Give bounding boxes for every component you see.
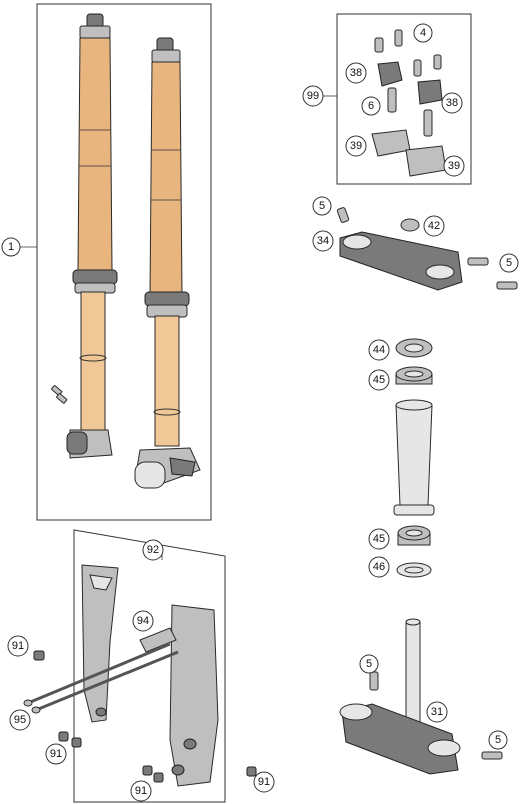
- fork-leg-left: [66, 13, 118, 459]
- fork-guard-left: [81, 564, 119, 723]
- callout-5-lower: 5: [359, 654, 379, 674]
- callout-42: 42: [423, 215, 445, 237]
- callout-6-label: 6: [368, 100, 374, 112]
- fork-guard-frame: [73, 529, 226, 803]
- callout-92-label: 92: [147, 544, 159, 556]
- pinch-bolt-2: [496, 281, 518, 290]
- clamp-kit-frame: [336, 13, 472, 185]
- fork-assembly-group: 1: [1, 3, 212, 521]
- guard-brace-94: [139, 627, 177, 653]
- lower-triple-clamp: [341, 703, 459, 775]
- callout-34-label: 34: [317, 235, 329, 247]
- fork-clamp-bolts: [51, 385, 68, 404]
- callout-5-right-upper: 5: [499, 253, 519, 273]
- pinch-bolt-1: [467, 257, 489, 266]
- callout-91-top: 91: [7, 635, 29, 657]
- fork-leg-right: [134, 37, 201, 489]
- callout-91-bottom-label: 91: [135, 785, 147, 797]
- callout-39-left-label: 39: [350, 140, 362, 152]
- steering-bearings-group: 44 45 45 46: [368, 338, 435, 578]
- clamp-kit-bolts: [374, 29, 442, 137]
- callout-42-label: 42: [428, 220, 440, 232]
- fork-guards-group: 92 94 91 95 91 91 91: [7, 529, 275, 803]
- callout-91-right: 91: [253, 771, 275, 793]
- callout-31-label: 31: [431, 706, 443, 718]
- callout-5-top: 5: [312, 196, 332, 216]
- callout-46-label: 46: [373, 561, 385, 573]
- callout-38-right-label: 38: [446, 97, 458, 109]
- callout-91-mid-label: 91: [50, 748, 62, 760]
- callout-44-label: 44: [373, 344, 385, 356]
- callout-5-top-label: 5: [319, 200, 325, 212]
- clamp-kit-group: 99 4 38 38 6 39 39: [302, 13, 472, 185]
- callout-38-right: 38: [441, 92, 463, 114]
- callout-5-lower-label: 5: [366, 658, 372, 670]
- callout-1-label: 1: [8, 241, 14, 253]
- callout-91-right-label: 91: [258, 776, 270, 788]
- guard-long-bolts-95: [23, 642, 179, 714]
- callout-5-bottom-right: 5: [488, 730, 508, 750]
- callout-46: 46: [368, 556, 390, 578]
- guard-screws-91: [33, 650, 257, 783]
- callout-99-label: 99: [307, 90, 319, 102]
- callout-31: 31: [426, 701, 448, 723]
- callout-91-top-label: 91: [12, 640, 24, 652]
- callout-44: 44: [368, 339, 390, 361]
- callout-45-upper-label: 45: [373, 374, 385, 386]
- upper-triple-clamp-group: 5 42 34 5: [312, 196, 519, 291]
- callout-4-label: 4: [420, 27, 426, 39]
- callout-39-left: 39: [345, 135, 367, 157]
- callout-45-lower-label: 45: [373, 533, 385, 545]
- callout-39-right-label: 39: [448, 160, 460, 172]
- handlebar-clamps: [371, 61, 447, 177]
- callout-6: 6: [361, 96, 381, 116]
- steering-tube: [395, 404, 433, 506]
- callout-91-mid: 91: [45, 743, 67, 765]
- callout-95-label: 95: [14, 714, 26, 726]
- callout-39-right: 39: [443, 155, 465, 177]
- callout-94-label: 94: [137, 615, 149, 627]
- lower-clamp-bolt-side: [481, 751, 503, 760]
- callout-5-right-upper-label: 5: [506, 257, 512, 269]
- callout-1: 1: [1, 237, 21, 257]
- lower-clamp-bolt-top: [369, 671, 379, 691]
- dust-seal-46: [396, 562, 432, 578]
- lower-triple-clamp-group: 5 31 5: [339, 618, 508, 775]
- callout-34: 34: [312, 230, 334, 252]
- steering-stem: [405, 621, 421, 733]
- callout-99: 99: [302, 85, 324, 107]
- callout-94: 94: [132, 610, 154, 632]
- upper-clamp-bolt: [336, 207, 350, 223]
- callout-38-left: 38: [345, 62, 367, 84]
- fork-assembly-frame: [36, 3, 212, 521]
- fork-guard-right: [169, 604, 219, 787]
- callout-92: 92: [142, 539, 164, 561]
- callout-95: 95: [9, 709, 31, 731]
- callout-45-lower: 45: [368, 528, 390, 550]
- callout-38-left-label: 38: [350, 67, 362, 79]
- callout-91-bottom: 91: [130, 780, 152, 802]
- callout-5-bottom-right-label: 5: [495, 734, 501, 746]
- callout-4: 4: [413, 23, 433, 43]
- steering-nut: [400, 218, 420, 232]
- callout-45-upper: 45: [368, 369, 390, 391]
